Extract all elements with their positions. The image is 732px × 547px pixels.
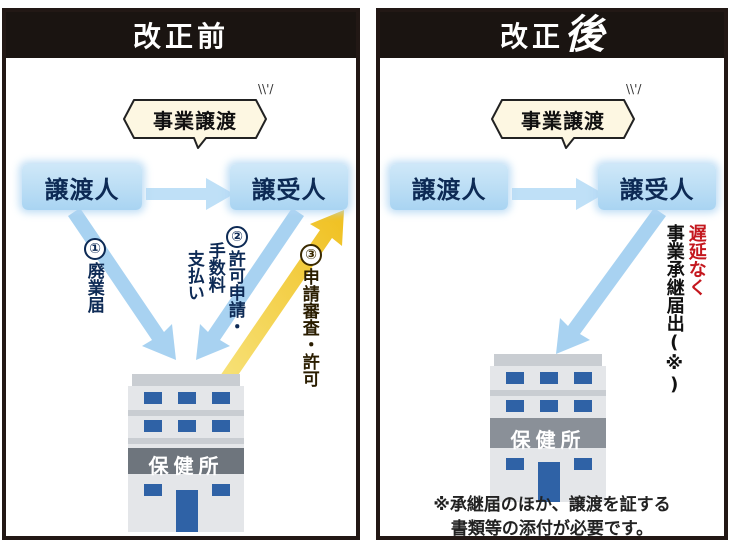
arrows-after: [512, 178, 666, 354]
header-before: 改正前: [6, 12, 356, 58]
step2-number: ②: [226, 226, 248, 248]
step2-text-col3: 支払い: [183, 250, 204, 301]
title-after-emphasis: 後: [564, 12, 604, 58]
transferor-box-after: 譲渡人: [390, 164, 508, 210]
arrow-notice: [556, 208, 666, 354]
transferee-box-before: 譲受人: [230, 164, 348, 210]
title-after-main: 改正: [499, 20, 564, 53]
footnote-line2: 書類等の添付が必要です。: [450, 519, 654, 539]
panel-before: 改正前 事業譲渡 \\'/ 譲渡人 譲受人 ① 廃業届 ② 許可申請・ 手数料 …: [2, 8, 360, 540]
succession-notice-text: 事業承継届出(※): [663, 224, 685, 395]
arrow-transfer-horizontal: [512, 178, 604, 210]
speech-bubble-after: 事業譲渡: [490, 96, 636, 149]
bubble-label-before: 事業譲渡: [153, 109, 237, 133]
spark-lines: \\'/: [626, 82, 642, 96]
step2-text-col1: 許可申請・: [224, 250, 245, 335]
arrow-step2: [196, 208, 304, 360]
speech-bubble-before: 事業譲渡: [122, 96, 268, 149]
title-before: 改正前: [132, 20, 229, 53]
step2-text-col2: 手数料: [204, 242, 225, 293]
step3-number: ③: [300, 244, 322, 266]
step3-text: 申請審査・許可: [298, 268, 319, 387]
transferee-box-after: 譲受人: [598, 164, 716, 210]
arrow-transfer-horizontal: [146, 178, 234, 210]
office-sign-after: 保健所: [510, 428, 586, 452]
bubble-label-after: 事業譲渡: [521, 109, 605, 133]
header-after: 改正 後: [380, 12, 724, 58]
step1-text: 廃業届: [83, 262, 104, 313]
health-office-building-icon: [128, 374, 244, 532]
step1-number: ①: [84, 238, 106, 260]
speech-bubble-shape: [123, 99, 267, 149]
without-delay-text: 遅延なく: [685, 224, 707, 296]
panel-after: 改正 後 事業譲渡 \\'/ 譲渡人 譲受人 遅延なく 事業承継届出(※) 保健…: [376, 8, 728, 540]
office-sign-before: 保健所: [148, 454, 224, 478]
transferor-box-before: 譲渡人: [22, 164, 142, 210]
speech-bubble-shape: [491, 99, 635, 149]
spark-lines: \\'/: [258, 82, 274, 96]
footnote-line1: ※承継届のほか、譲渡を証する: [433, 495, 671, 515]
health-office-building-icon: [490, 354, 606, 502]
